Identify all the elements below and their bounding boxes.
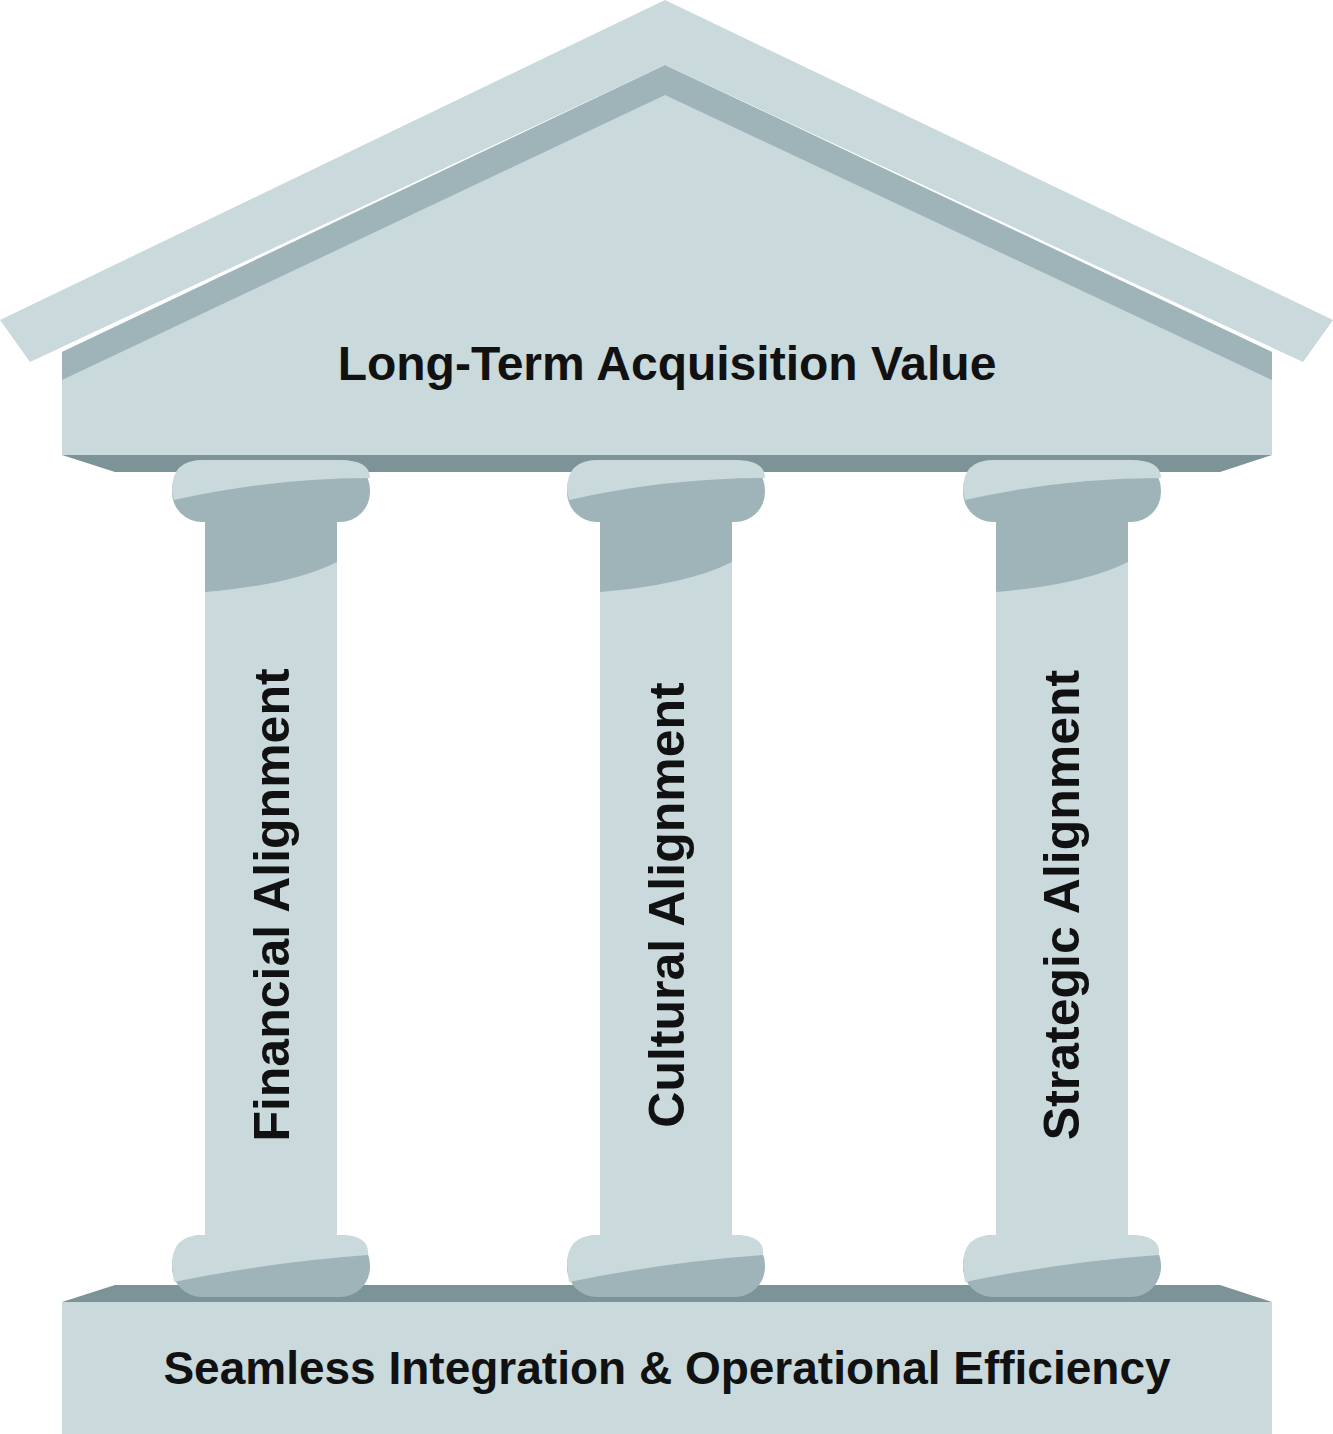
column [172, 460, 370, 1297]
column [567, 460, 765, 1297]
column [963, 460, 1161, 1297]
column-capital-light [567, 460, 765, 500]
pediment-label-box: Long-Term Acquisition Value [62, 318, 1272, 408]
column-shaft [600, 515, 732, 1245]
column-shaft [996, 515, 1128, 1245]
pillar-box: Cultural Alignment [600, 522, 732, 1236]
roof-label: Long-Term Acquisition Value [338, 336, 997, 391]
column-base-light [567, 1235, 763, 1282]
pillar-box: Strategic Alignment [996, 522, 1128, 1236]
column-base [567, 1235, 765, 1297]
column-capital-light [172, 460, 370, 500]
column-capital [567, 460, 765, 522]
column-shadow [996, 515, 1128, 592]
foundation-box: Seamless Integration & Operational Effic… [62, 1318, 1272, 1418]
column-base-light [963, 1235, 1159, 1282]
pillar-label: Cultural Alignment [641, 682, 691, 1127]
pillar-box: Financial Alignment [205, 522, 337, 1236]
column-capital [172, 460, 370, 522]
column-capital [963, 460, 1161, 522]
column-base [172, 1235, 370, 1297]
column-shaft [205, 515, 337, 1245]
column-base-light [172, 1235, 368, 1282]
column-capital-light [963, 460, 1161, 500]
roof-cornice [0, 0, 1333, 362]
pillar-label: Strategic Alignment [1037, 670, 1087, 1140]
column-base [963, 1235, 1161, 1297]
foundation-label: Seamless Integration & Operational Effic… [163, 1341, 1170, 1395]
column-shadow [205, 515, 337, 592]
column-shadow [600, 515, 732, 592]
base-slab [62, 1302, 1272, 1434]
columns [172, 460, 1161, 1297]
pillar-label: Financial Alignment [246, 668, 296, 1141]
